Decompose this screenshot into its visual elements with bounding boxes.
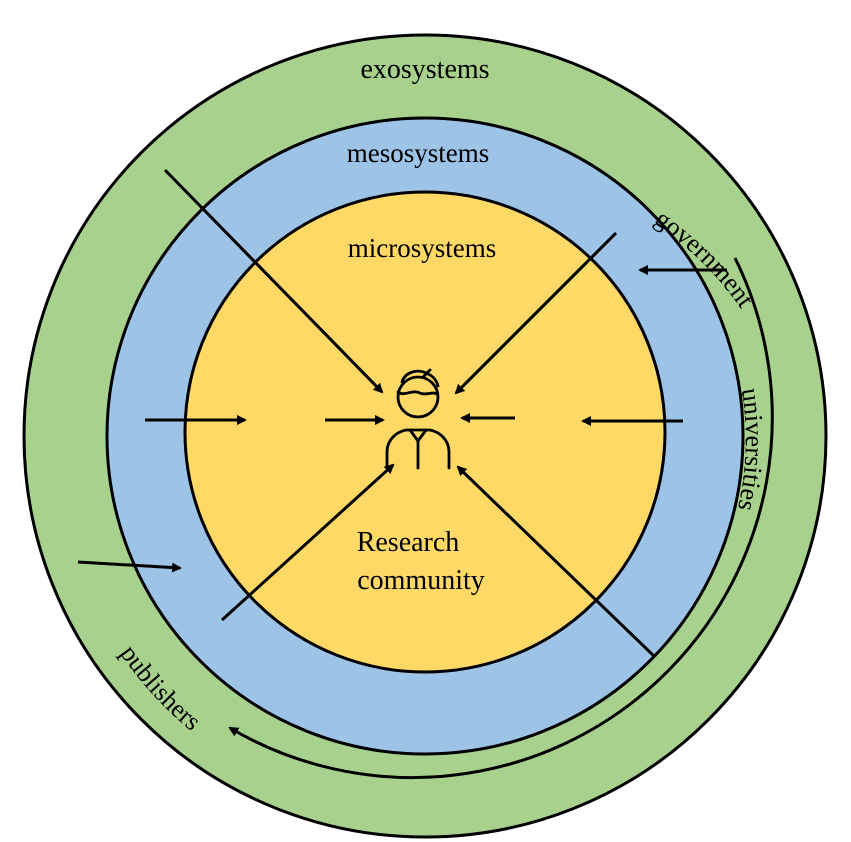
arrow-topleft-diagonal — [163, 168, 384, 394]
researcher-person-icon — [385, 368, 451, 470]
mesosystems-label: mesosystems — [347, 138, 490, 168]
microsystems-label: microsystems — [348, 233, 497, 263]
community-line2: community — [357, 565, 485, 596]
arrow-topright-diagonal — [454, 231, 618, 395]
exosystems-label: exosystems — [360, 54, 489, 85]
arrow-publishers — [77, 560, 182, 573]
arrow-bottomright-diagonal — [456, 465, 657, 659]
arrow-bottomleft-diagonal — [220, 463, 395, 622]
community-line1: Research — [357, 527, 460, 558]
arrow-outer-curved — [228, 257, 774, 780]
